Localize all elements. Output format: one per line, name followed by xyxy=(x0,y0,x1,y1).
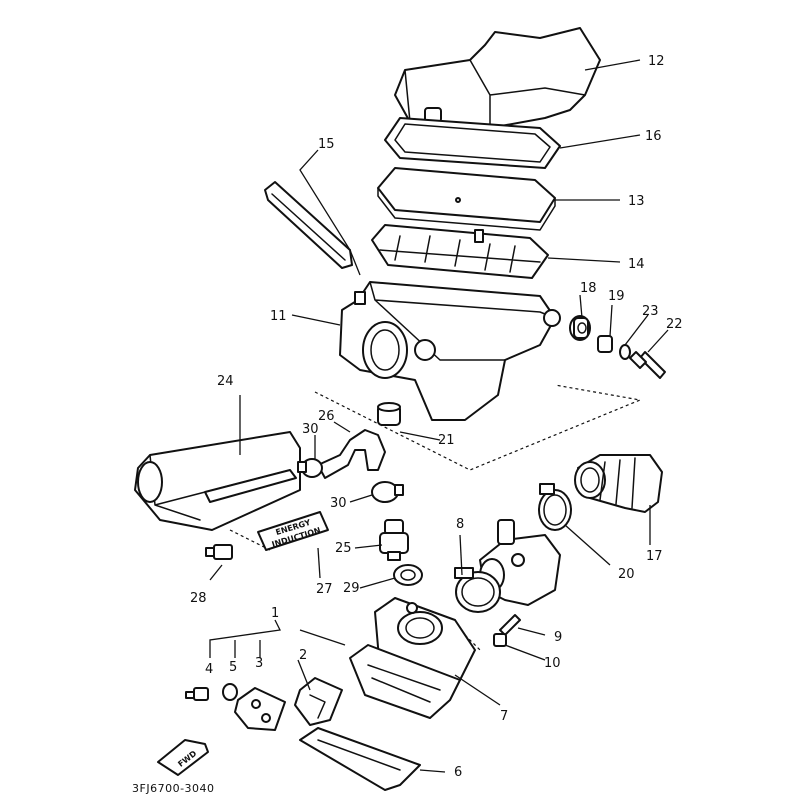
reed-valve xyxy=(294,677,343,726)
air-filter xyxy=(377,167,556,231)
valve-clamp xyxy=(393,564,423,586)
boot-clamp xyxy=(538,483,572,531)
callout-20: 20 xyxy=(618,567,635,582)
assembly-line xyxy=(229,529,271,551)
callout-7: 7 xyxy=(500,709,508,724)
callout-28: 28 xyxy=(190,591,207,606)
callout-8: 8 xyxy=(456,517,464,532)
manifold-gasket xyxy=(299,727,421,791)
hose-clamp xyxy=(297,458,323,478)
callout-27: 27 xyxy=(316,582,333,597)
callout-21: 21 xyxy=(438,433,455,448)
callout-14: 14 xyxy=(628,257,645,272)
callout-10: 10 xyxy=(544,656,561,671)
bolt-and-nut xyxy=(493,614,521,647)
callout-30-lower: 30 xyxy=(330,496,347,511)
fwd-arrow-icon: FWD xyxy=(157,739,209,776)
callout-2: 2 xyxy=(299,648,307,663)
hose-clamp xyxy=(371,481,404,503)
callout-1: 1 xyxy=(271,606,279,621)
callout-5: 5 xyxy=(229,660,237,675)
drain-plug xyxy=(377,402,401,426)
callout-18: 18 xyxy=(580,281,597,296)
valve-stopper xyxy=(234,687,286,731)
callout-15: 15 xyxy=(318,137,335,152)
callout-19: 19 xyxy=(608,289,625,304)
screw-and-washer xyxy=(185,683,238,701)
assembly-line xyxy=(314,384,643,471)
callout-23: 23 xyxy=(642,304,659,319)
callout-3: 3 xyxy=(255,656,263,671)
callout-17: 17 xyxy=(646,549,663,564)
callout-9: 9 xyxy=(554,630,562,645)
callout-11: 11 xyxy=(270,309,287,324)
side-gasket xyxy=(264,181,353,269)
diagram-code: 3FJ6700-3040 xyxy=(132,782,215,795)
callout-labels: 12 16 13 14 15 11 18 19 23 22 24 26 30 2… xyxy=(190,54,683,780)
callout-4: 4 xyxy=(205,662,213,677)
induction-decal: ENERGY INDUCTION xyxy=(257,511,329,551)
airbox-body xyxy=(339,281,561,421)
callout-24: 24 xyxy=(217,374,234,389)
mount-hardware xyxy=(569,315,666,379)
check-valve xyxy=(379,519,409,561)
callout-25: 25 xyxy=(335,541,352,556)
callout-6: 6 xyxy=(454,765,462,780)
breather-hose xyxy=(317,429,386,479)
carb-clamp xyxy=(454,567,501,613)
cover-seal xyxy=(384,117,561,169)
callout-13: 13 xyxy=(628,194,645,209)
intake-joint xyxy=(574,454,663,513)
induction-housing xyxy=(134,431,301,531)
callout-26: 26 xyxy=(318,409,335,424)
callout-12: 12 xyxy=(648,54,665,69)
callout-22: 22 xyxy=(666,317,683,332)
callout-30-upper: 30 xyxy=(302,422,319,437)
callout-16: 16 xyxy=(645,129,662,144)
callout-29: 29 xyxy=(343,581,360,596)
filter-guide xyxy=(371,224,549,279)
bolt xyxy=(205,544,233,560)
reed-valve-assembly xyxy=(349,644,461,719)
leader-lines xyxy=(209,59,669,773)
